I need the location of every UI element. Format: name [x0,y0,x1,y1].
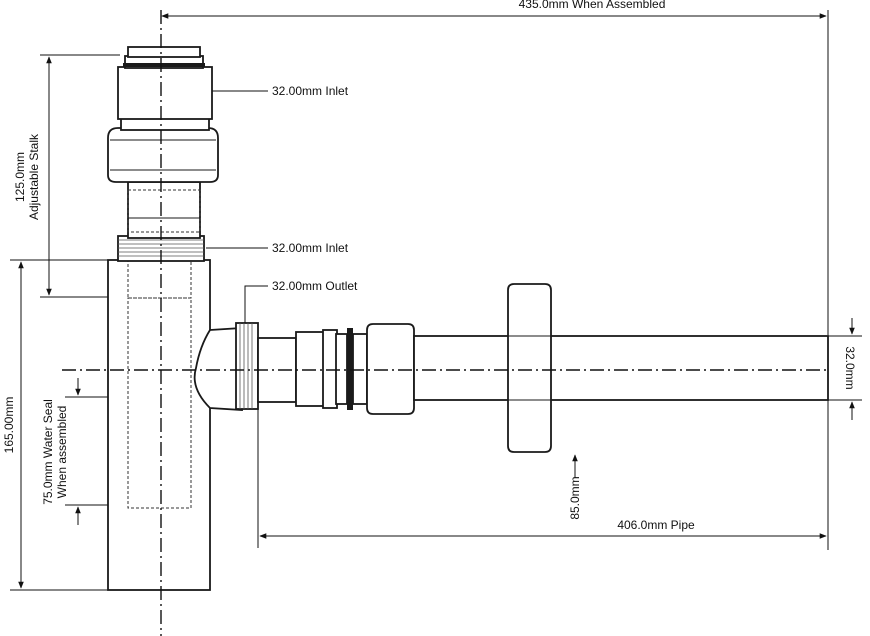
horizontal-pipe [257,323,829,415]
label-pipe-length: 406.0mm Pipe [617,518,695,532]
dimension-labels: 435.0mm When Assembled 32.00mm Inlet 32.… [2,0,857,532]
outlet-spigot [193,322,259,411]
label-stalk-text: Adjustable Stalk [27,133,41,220]
label-outlet: 32.00mm Outlet [272,279,358,293]
label-water-seal-text: When assembled [55,406,69,499]
wall-flange [507,283,552,453]
label-overall-length: 435.0mm When Assembled [519,0,666,11]
dimension-lines [18,13,855,589]
label-pipe-diameter: 32.0mm [843,346,857,389]
label-flange-drop: 85.0mm [568,476,582,519]
label-mid-inlet: 32.00mm Inlet [272,241,349,255]
bottle-body [107,259,211,591]
centre-lines [62,10,828,636]
label-stalk-value: 125.0mm [13,152,27,202]
upper-nut [107,127,219,183]
adjustable-stalk [127,181,201,239]
top-inlet-fitting [117,46,213,131]
label-height: 165.00mm [2,397,16,454]
label-top-inlet: 32.00mm Inlet [272,84,349,98]
label-water-seal-value: 75.0mm Water Seal [41,399,55,505]
